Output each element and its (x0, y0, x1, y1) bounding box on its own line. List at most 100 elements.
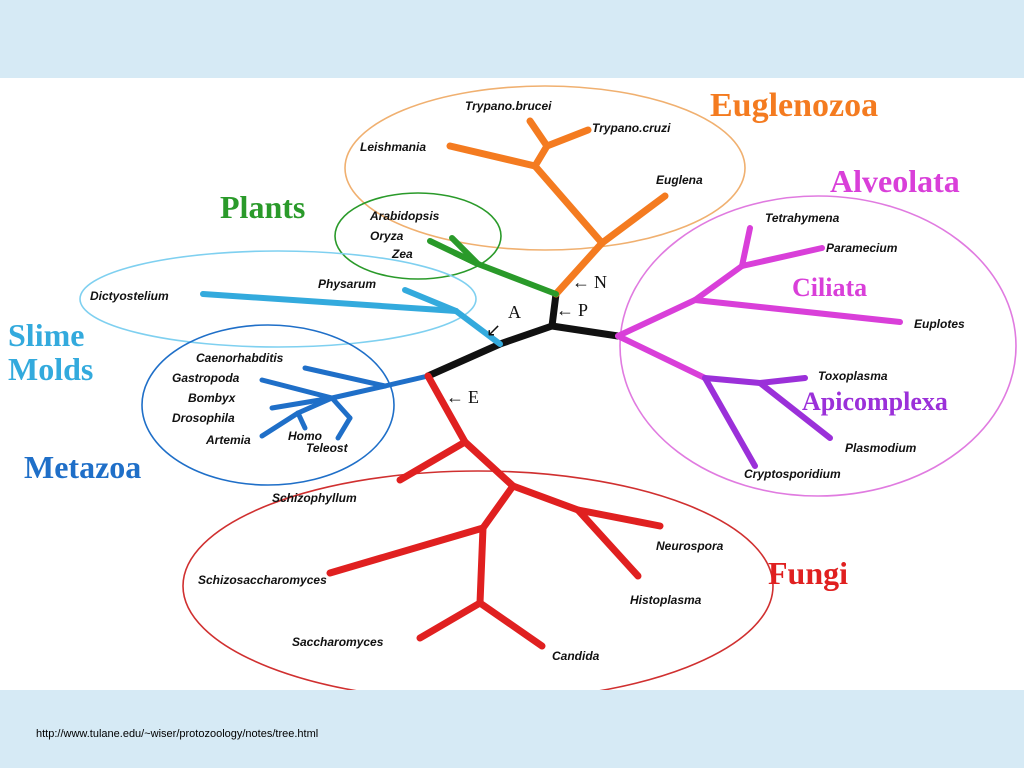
group-label-fungi: Fungi (768, 555, 848, 591)
leaf-teleost: Teleost (306, 441, 349, 455)
marker-p: ← P (556, 300, 588, 320)
group-label-slime: Slime (8, 317, 84, 353)
clade-ellipses (79, 85, 1017, 690)
group-label-molds: Molds (8, 351, 93, 387)
fungi-branches (326, 372, 664, 650)
branch (446, 142, 539, 170)
leaf-homo: Homo (288, 429, 322, 443)
branch (552, 239, 606, 298)
leaf-trypano-cruzi: Trypano.cruzi (592, 121, 671, 135)
leaf-paramecium: Paramecium (826, 241, 898, 255)
leaf-drosophila: Drosophila (172, 411, 235, 425)
branch (416, 599, 484, 642)
metazoa-ellipse (141, 324, 395, 486)
branch (574, 506, 664, 530)
branch (476, 599, 546, 650)
branch (302, 365, 388, 389)
leaf-histoplasma: Histoplasma (630, 593, 702, 607)
leaf-tetrahymena: Tetrahymena (765, 211, 840, 225)
leaf-oryza: Oryza (370, 229, 404, 243)
branch (702, 375, 763, 386)
branch (329, 395, 353, 421)
diagram-panel: Euglenozoa Plants Alveolata Ciliata Apic… (0, 78, 1024, 690)
branch (531, 162, 606, 247)
arrow-left-icon: ← (446, 387, 464, 407)
leaf-arabidopsis: Arabidopsis (369, 209, 440, 223)
phylogenetic-tree: Euglenozoa Plants Alveolata Ciliata Apic… (8, 85, 1017, 690)
plants-branches (427, 235, 559, 297)
group-label-euglenozoa: Euglenozoa (710, 87, 878, 124)
branch (200, 291, 459, 314)
arrow-left-icon: ← (572, 272, 590, 292)
branch (702, 375, 758, 469)
branch (269, 395, 335, 411)
branch (479, 482, 517, 532)
leaf-neurospora: Neurospora (656, 539, 724, 553)
branch (543, 126, 592, 150)
group-label-ciliata: Ciliata (792, 273, 867, 302)
plants-ellipse (334, 192, 502, 280)
leaf-bombyx: Bombyx (188, 391, 237, 405)
branch (757, 375, 808, 386)
branch (259, 410, 301, 439)
branch (461, 438, 517, 490)
branch (329, 383, 388, 401)
marker-a: ↙ A (486, 302, 521, 340)
leaf-trypano-brucei: Trypano.brucei (465, 99, 552, 113)
euglenozoa-branches (446, 117, 669, 298)
leaf-leishmania: Leishmania (360, 140, 426, 154)
leaf-cryptosporidium: Cryptosporidium (744, 467, 841, 481)
marker-a-label: A (508, 302, 521, 322)
marker-e-label: E (468, 387, 479, 407)
root-branch (548, 290, 560, 330)
root-branches (424, 290, 622, 380)
leaf-artemia: Artemia (205, 433, 251, 447)
branch (526, 117, 551, 150)
branch (475, 261, 559, 297)
group-label-plants: Plants (220, 189, 305, 225)
arrow-down-left-icon: ↙ (486, 320, 501, 340)
branch (295, 395, 335, 416)
leaf-schizophyllum: Schizophyllum (272, 491, 357, 505)
leaf-euplotes: Euplotes (914, 317, 965, 331)
ciliata-branches (615, 225, 903, 381)
branch (382, 373, 431, 389)
slime-molds-branches (200, 287, 503, 347)
leaf-physarum: Physarum (318, 277, 376, 291)
branch (598, 192, 669, 247)
branch (692, 297, 903, 325)
source-url[interactable]: http://www.tulane.edu/~wiser/protozoolog… (36, 728, 319, 740)
group-label-alveolata: Alveolata (830, 163, 960, 199)
marker-p-label: P (578, 300, 588, 320)
branch (739, 245, 825, 269)
alveolata-ellipse (619, 195, 1017, 497)
branch (295, 410, 308, 431)
leaf-plasmodium: Plasmodium (845, 441, 917, 455)
group-label-apicomplexa: Apicomplexa (802, 387, 948, 416)
leaf-schizosaccharomyces: Schizosaccharomyces (198, 573, 327, 587)
slime-molds-ellipse (79, 250, 477, 348)
branch (757, 380, 833, 441)
branch (396, 438, 469, 484)
branch (692, 263, 745, 303)
branch (615, 333, 708, 381)
leaf-zea: Zea (391, 247, 413, 261)
leaf-caenorhabditis: Caenorhabditis (196, 351, 284, 365)
metazoa-branches (259, 365, 431, 441)
root-branch (548, 322, 622, 340)
branch (574, 506, 642, 580)
branch (326, 524, 487, 577)
branch (259, 377, 335, 401)
branch (531, 142, 551, 170)
euglenozoa-ellipse (344, 85, 746, 251)
leaf-toxoplasma: Toxoplasma (818, 369, 888, 383)
leaf-dictyostelium: Dictyostelium (90, 289, 169, 303)
branch (335, 415, 353, 441)
apicomplexa-branches (702, 375, 833, 469)
branch (509, 482, 582, 514)
fungi-ellipse (182, 470, 774, 690)
leaf-gastropoda: Gastropoda (172, 371, 240, 385)
branch (739, 225, 753, 269)
group-label-metazoa: Metazoa (24, 449, 141, 485)
marker-e: ← E (446, 387, 479, 407)
